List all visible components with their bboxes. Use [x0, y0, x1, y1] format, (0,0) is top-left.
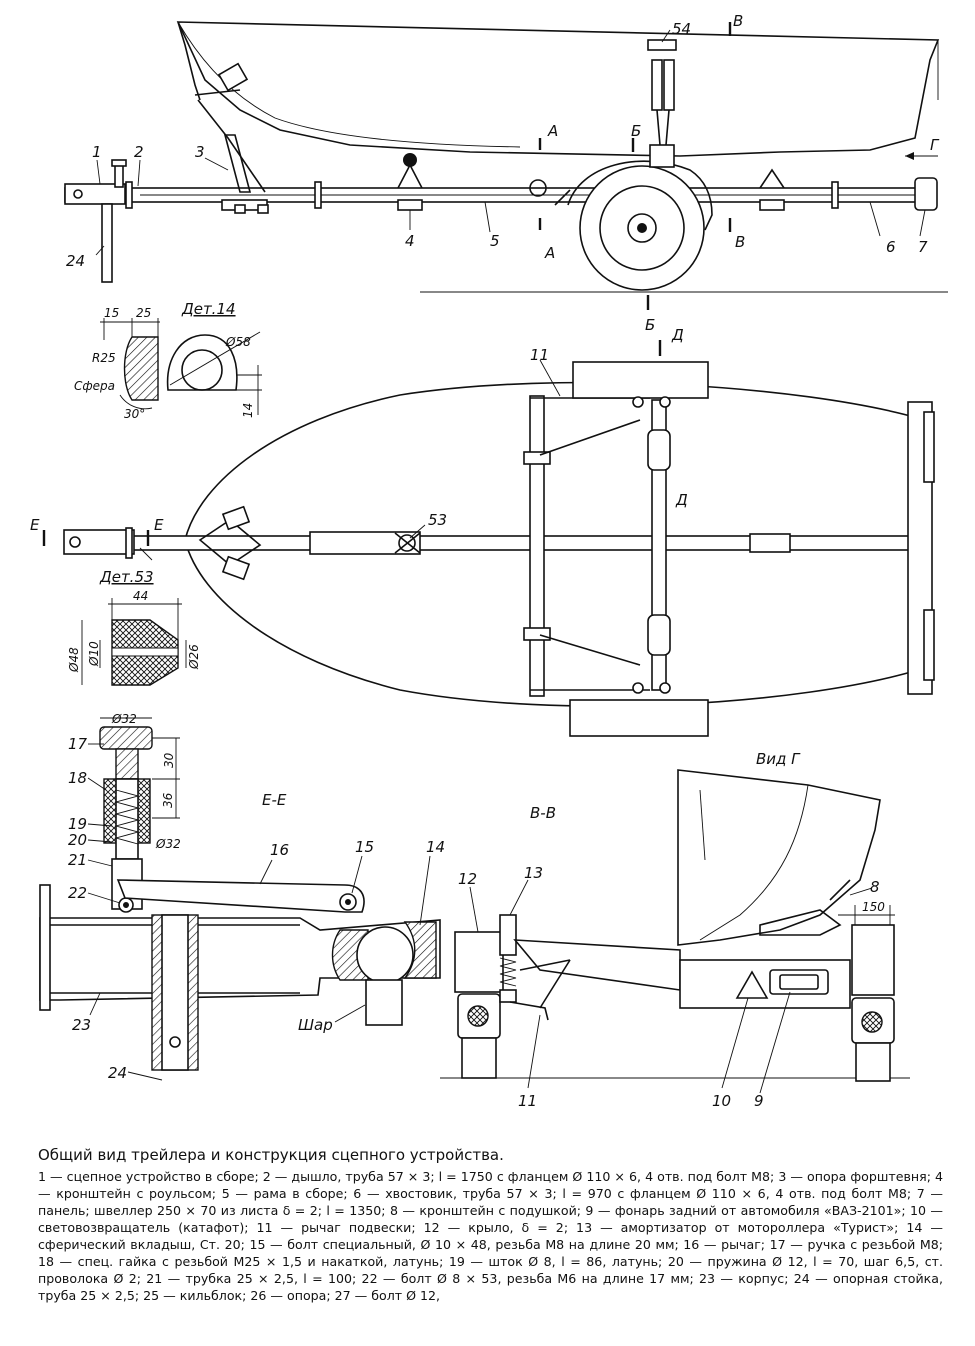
- label-part-14: 14: [426, 838, 445, 856]
- label-part-24-ee: 24: [108, 1064, 127, 1082]
- dim-14: 14: [241, 403, 255, 418]
- detail-53: Дет.53 44 Ø48 Ø10 Ø26: [67, 568, 201, 686]
- ee-title: Е-Е: [262, 791, 287, 809]
- section-b-bottom: Б: [645, 316, 655, 334]
- label-part-23: 23: [72, 1016, 91, 1034]
- label-part-54: 54: [672, 20, 691, 38]
- label-part-22: 22: [68, 884, 87, 902]
- label-part-9: 9: [754, 1092, 764, 1110]
- label-ball: Шар: [298, 1016, 333, 1034]
- label-part-11-plan: 11: [530, 346, 549, 364]
- label-part-8: 8: [870, 878, 880, 896]
- caption-text: 1 — сцепное устройство в сборе; 2 — дышл…: [38, 1169, 943, 1303]
- label-part-19: 19: [68, 815, 87, 833]
- label-part-53: 53: [428, 511, 447, 529]
- dim-dia32-side: Ø32: [155, 837, 181, 851]
- dim-150: 150: [862, 900, 885, 914]
- label-part-3: 3: [195, 143, 205, 161]
- dim-r25: R25: [92, 351, 116, 365]
- label-part-7: 7: [918, 238, 928, 256]
- dim-dia10: Ø10: [87, 641, 101, 667]
- label-part-21: 21: [68, 851, 87, 869]
- label-part-10: 10: [712, 1092, 731, 1110]
- label-part-12: 12: [458, 870, 477, 888]
- caption-title: Общий вид трейлера и конструкция сцепног…: [38, 1146, 504, 1164]
- section-a-bottom: А: [544, 244, 555, 262]
- trailer-drawing: 1 2 3 4 5 6 7 24 54 А А Б Б В В Г Дет.14…: [30, 12, 948, 1110]
- section-a-top: А: [547, 122, 558, 140]
- dim-dia32-top: Ø32: [111, 712, 137, 726]
- label-part-1: 1: [92, 143, 102, 161]
- view-g-title: Вид Г: [756, 750, 801, 768]
- dim-44: 44: [133, 589, 148, 603]
- det14-title: Дет.14: [181, 300, 236, 318]
- label-part-2: 2: [134, 143, 144, 161]
- side-view: 1 2 3 4 5 6 7 24 54 А А Б Б В В Г: [64, 12, 948, 334]
- label-part-5: 5: [490, 232, 500, 250]
- plan-view: 11 53 Д Д Е Е: [30, 326, 935, 737]
- section-b-top: Б: [631, 122, 641, 140]
- label-part-6: 6: [886, 238, 896, 256]
- dim-dia48: Ø48: [67, 647, 81, 673]
- label-part-16: 16: [270, 841, 289, 859]
- det53-title: Дет.53: [99, 568, 154, 586]
- dim-25: 25: [136, 306, 151, 320]
- label-sphere: Сфера: [74, 379, 115, 393]
- section-v-top: В: [733, 12, 743, 30]
- dim-30: 30: [162, 752, 176, 768]
- dim-dia26: Ø26: [187, 644, 201, 670]
- dim-36: 36: [161, 792, 175, 808]
- section-e-left: Е: [30, 516, 40, 534]
- section-d-top: Д: [671, 326, 684, 344]
- label-part-17: 17: [68, 735, 88, 753]
- section-d-mid: Д: [675, 491, 688, 509]
- section-v-v: В-В Вид Г 15: [440, 750, 910, 1110]
- label-part-24-side: 24: [66, 252, 85, 270]
- dim-dia58: Ø58: [225, 335, 251, 349]
- section-g-arrow: Г: [930, 136, 940, 154]
- label-part-11-vv: 11: [518, 1092, 537, 1110]
- section-e-e: Е-Е Ø32 30 36 Ø32: [39, 712, 445, 1082]
- section-v-bottom: В: [735, 233, 745, 251]
- label-part-13: 13: [524, 864, 543, 882]
- detail-14: Дет.14 15 25 R25 Сфера 30° Ø58 14: [74, 300, 262, 421]
- label-part-18: 18: [68, 769, 87, 787]
- section-e-right: Е: [154, 516, 164, 534]
- dim-30-deg: 30°: [124, 407, 145, 421]
- label-part-4: 4: [405, 232, 415, 250]
- label-part-20: 20: [68, 831, 87, 849]
- label-part-15: 15: [355, 838, 374, 856]
- figure-caption: Общий вид трейлера и конструкция сцепног…: [38, 1146, 943, 1304]
- vv-title: В-В: [530, 804, 556, 822]
- dim-15: 15: [104, 306, 119, 320]
